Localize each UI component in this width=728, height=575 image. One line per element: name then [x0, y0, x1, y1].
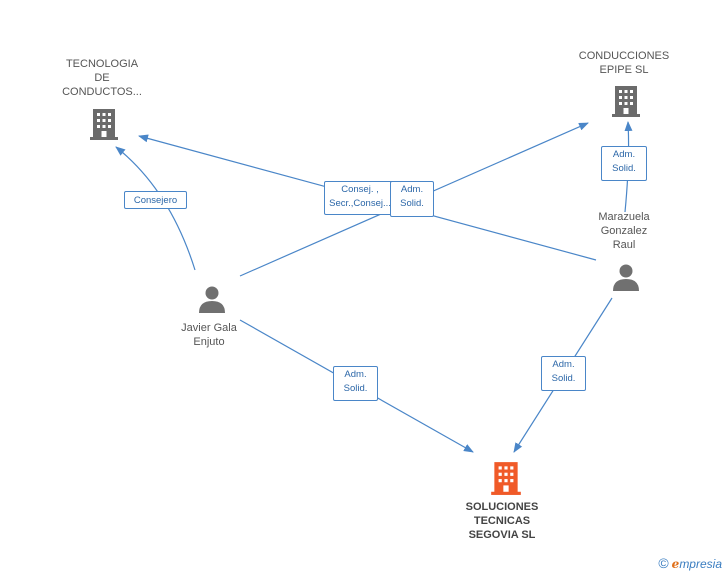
edge-label-line: Adm. [344, 369, 367, 380]
person-icon[interactable] [197, 284, 227, 314]
edge-label-line: Adm. [612, 149, 636, 160]
building-icon[interactable] [611, 84, 641, 118]
node-label-line: Raul [612, 239, 636, 251]
brand-initial: e [671, 557, 680, 571]
node-label-javier[interactable]: Javier Gala Enjuto [165, 321, 253, 349]
node-label-conducciones[interactable]: CONDUCCIONES EPIPE SL [570, 49, 678, 77]
edge-label-line: Consej. , [341, 184, 379, 195]
node-label-line: CONDUCTOS... [62, 86, 142, 98]
node-label-line: Gonzalez [600, 225, 648, 237]
edge-label-line: Solid. [343, 383, 368, 394]
node-label-tecnologia[interactable]: TECNOLOGIA DE CONDUCTOS... [50, 57, 154, 99]
node-label-soluciones[interactable]: SOLUCIONES TECNICAS SEGOVIA SL [452, 500, 552, 542]
node-label-line: SOLUCIONES [465, 501, 539, 513]
brand-name: mpresia [679, 557, 722, 571]
empresia-logo[interactable]: ©empresia [658, 555, 722, 571]
edge-label-line: Adm. [400, 184, 424, 195]
node-label-line: Enjuto [193, 336, 225, 348]
edge-label-line: Solid. [400, 198, 424, 209]
node-label-line: DE [94, 72, 110, 84]
edge-label-line: Solid. [612, 163, 636, 174]
person-icon[interactable] [611, 262, 641, 292]
node-label-line: CONDUCCIONES [578, 50, 670, 62]
edge-label-adm-solid-javier[interactable]: Adm. Solid. [333, 366, 378, 401]
edge-label-adm-solid-conducciones[interactable]: Adm. Solid. [601, 146, 647, 181]
node-label-line: Marazuela [598, 211, 650, 223]
edge-label-consejero[interactable]: Consejero [124, 191, 187, 209]
main-building-icon[interactable] [490, 460, 522, 496]
edge-label-line: Secr.,Consej... [329, 198, 391, 209]
node-label-line: SEGOVIA SL [468, 529, 536, 541]
edge-label-adm-solid-center[interactable]: Adm. Solid. [390, 181, 434, 217]
node-label-marazuela[interactable]: Marazuela Gonzalez Raul [580, 210, 668, 252]
edge-label-adm-solid-marazuela[interactable]: Adm. Solid. [541, 356, 586, 391]
edge-label-consej-secr[interactable]: Consej. , Secr.,Consej... [324, 181, 396, 215]
edge-label-line: Adm. [552, 359, 575, 370]
edge-label-line: Consejero [133, 195, 178, 206]
node-label-line: TECNICAS [473, 515, 531, 527]
building-icon[interactable] [89, 107, 119, 141]
node-label-line: EPIPE SL [599, 64, 649, 76]
edge-label-line: Solid. [551, 373, 576, 384]
node-label-line: Javier Gala [181, 322, 237, 334]
node-label-line: TECNOLOGIA [65, 58, 139, 70]
copyright-icon: © [658, 555, 669, 571]
